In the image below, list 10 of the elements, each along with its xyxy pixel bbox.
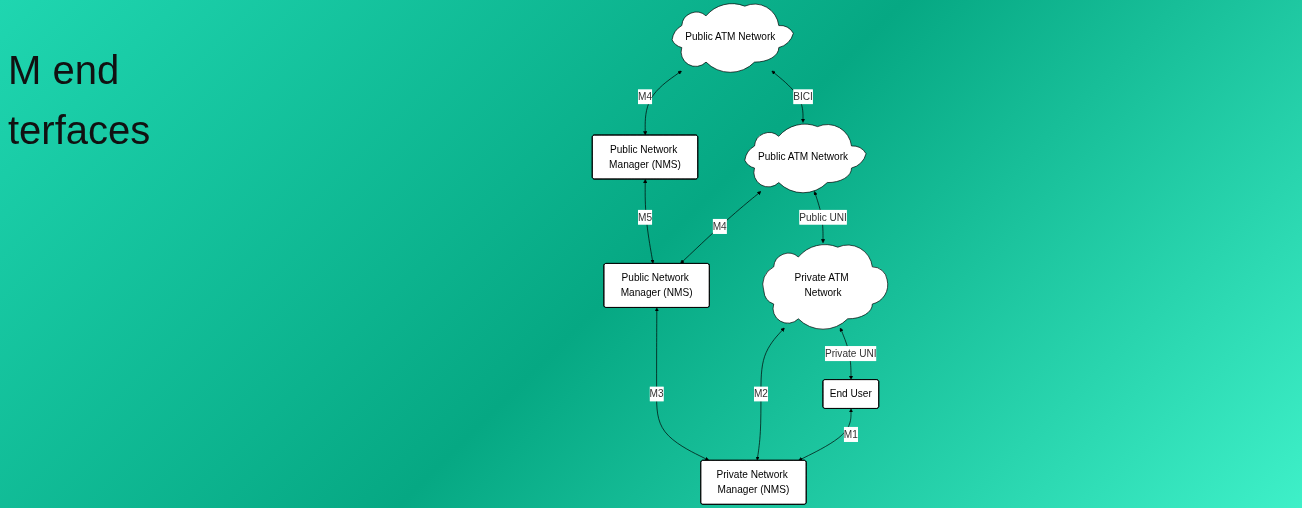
edge-label: M1	[843, 428, 858, 441]
edge-label: M4	[712, 220, 727, 233]
edge-label: BICI	[793, 91, 813, 103]
edge-label: M2	[753, 388, 768, 400]
edge-label: M5	[637, 211, 653, 223]
edge-label: Private UNI	[825, 347, 877, 360]
slide-title: M end terfaces	[8, 47, 152, 154]
edge-label: M3	[649, 388, 664, 400]
edge-label: Public UNI	[799, 211, 847, 223]
edge-label: M4	[637, 91, 653, 103]
